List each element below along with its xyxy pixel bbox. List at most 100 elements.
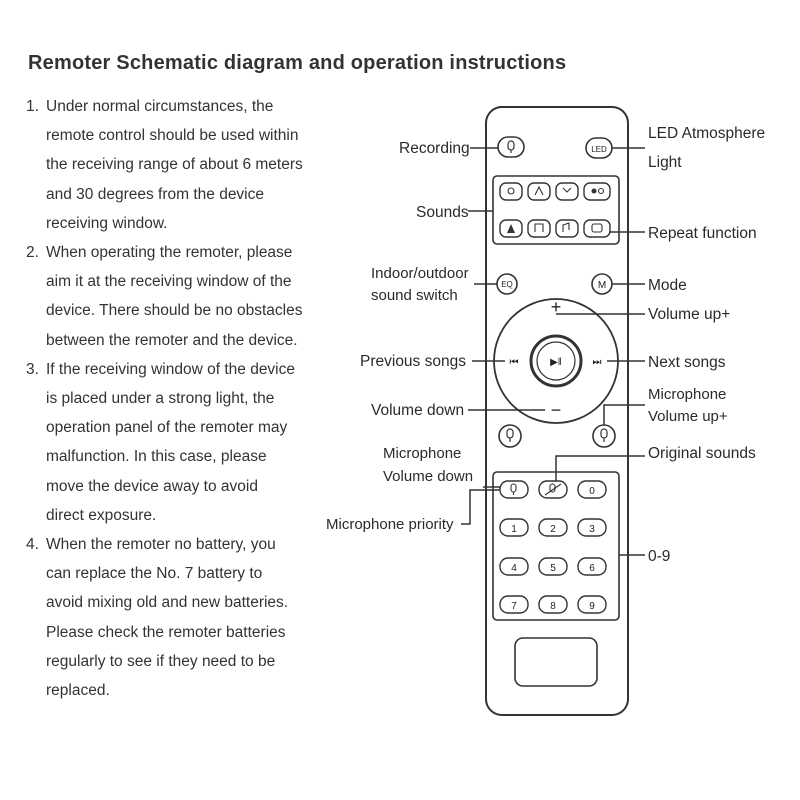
instruction-line: malfunction. In this case, please [46,448,267,466]
sound-button-1[interactable] [499,182,523,201]
led-button-label: LED [591,145,607,154]
digit-key-2[interactable]: 2 [538,518,568,537]
instruction-line: If the receiving window of the device [46,360,295,378]
microphone-icon [507,140,515,153]
instruction-line: aim it at the receiving window of the [46,273,292,291]
next-songs-label: Next songs [648,354,726,371]
sound-button-6[interactable] [527,219,551,238]
instruction-line: move the device away to avoid [46,477,258,495]
mic-priority-connector [461,489,500,525]
microphone-icon [600,428,608,442]
microphone-icon [510,483,517,495]
instruction-line: When the remoter no battery, you [46,536,276,554]
digit-key-label: 6 [589,563,595,574]
mic-down-label-line2: Volume down [383,468,473,485]
digit-key-1[interactable]: 1 [499,518,529,537]
microphone-icon [544,483,562,496]
mode-button[interactable]: M [591,273,613,295]
instruction-line: direct exposure. [46,506,157,524]
instruction-line: replaced. [46,682,110,700]
sound-button-2[interactable] [527,182,551,201]
microphone-volume-up-button[interactable] [592,424,616,448]
mode-label: Mode [648,277,687,294]
sounds-label: Sounds [416,204,469,221]
sound-button-7[interactable] [555,219,579,238]
digit-key-0[interactable]: 0 [577,480,607,499]
original-sounds-button[interactable] [538,480,568,499]
volume-down-button[interactable]: − [551,400,562,420]
microphone-volume-down-button[interactable] [498,424,522,448]
instruction-line: and 30 degrees from the device [46,185,264,203]
repeat-label: Repeat function [648,225,757,242]
instruction-number: 2. [26,244,39,262]
recording-label: Recording [399,140,470,157]
digit-key-label: 3 [589,524,595,535]
instruction-line: can replace the No. 7 battery to [46,565,263,583]
next-song-button[interactable]: ⏭ [593,357,602,368]
volume-down-label: Volume down [371,402,464,419]
instruction-number: 1. [26,98,39,115]
original-connector [555,455,645,481]
digit-key-label: 9 [589,601,595,612]
instruction-item: 2. When operating the remoter, please ai… [26,238,306,355]
digit-key-7[interactable]: 7 [499,595,529,614]
mic-down-label-line1: Microphone [383,445,461,462]
mic-up-label-line1: Microphone [648,386,726,403]
microphone-priority-button[interactable] [499,480,529,499]
instruction-line: remote control should be used within [46,127,299,145]
digit-key-label: 2 [550,524,556,535]
mic-up-label-line2: Volume up+ [648,408,728,425]
instruction-line: regularly to see if they need to be [46,652,276,670]
repeat-button[interactable] [583,219,611,238]
indoor-outdoor-button[interactable]: EQ [496,273,518,295]
instruction-line: between the remoter and the device. [46,331,298,349]
digit-key-5[interactable]: 5 [538,557,568,576]
eq-button-label: EQ [501,280,513,289]
led-label-line1: LED Atmosphere [648,125,765,142]
digit-key-4[interactable]: 4 [499,557,529,576]
sound-button-4[interactable] [583,182,611,201]
instruction-line: operation panel of the remoter may [46,419,288,437]
volume-up-label: Volume up+ [648,306,730,323]
instruction-line: avoid mixing old and new batteries. [46,594,289,612]
digit-key-label: 7 [511,601,517,612]
previous-songs-label: Previous songs [360,353,466,370]
instruction-line: Please check the remoter batteries [46,623,286,641]
digit-key-label: 4 [511,563,517,574]
instruction-item: 1. Under normal circumstances, the remot… [26,92,306,238]
instruction-line: Under normal circumstances, the [46,98,274,115]
instruction-number: 3. [26,360,39,378]
sound-buttons-row-1 [499,182,611,201]
digit-key-9[interactable]: 9 [577,595,607,614]
digit-key-3[interactable]: 3 [577,518,607,537]
instruction-item: 4. When the remoter no battery, you can … [26,530,306,705]
sound-button-5[interactable] [499,219,523,238]
digit-key-label: 1 [511,524,517,535]
instruction-line: device. There should be no obstacles [46,302,303,320]
digit-keys: 0 1 2 3 4 5 6 7 8 9 [499,480,607,614]
instruction-line: receiving window. [46,214,168,232]
digit-key-label: 5 [550,563,556,574]
digit-key-8[interactable]: 8 [538,595,568,614]
original-sounds-label: Original sounds [648,445,756,462]
digit-key-label: 8 [550,601,556,612]
mic-up-connector [603,404,645,425]
indoor-outdoor-label-line1: Indoor/outdoor [371,265,469,282]
remote-bottom-panel [514,637,598,687]
digit-key-6[interactable]: 6 [577,557,607,576]
previous-song-button[interactable]: ⏮ [510,357,519,368]
volume-up-button[interactable]: + [551,297,562,317]
mode-button-label: M [598,280,606,291]
instruction-number: 4. [26,536,39,554]
indoor-outdoor-label-line2: sound switch [371,287,458,304]
mic-priority-label: Microphone priority [326,516,454,533]
digit-key-label: 0 [589,486,595,497]
recording-button[interactable] [497,136,525,158]
sound-buttons-row-2 [499,219,611,238]
play-pause-button[interactable] [529,334,583,388]
digits-label: 0-9 [648,548,670,565]
led-label-line2: Light [648,154,682,171]
sound-button-3[interactable] [555,182,579,201]
instructions-list: 1. Under normal circumstances, the remot… [26,92,306,705]
led-atmosphere-button[interactable]: LED [585,137,613,159]
